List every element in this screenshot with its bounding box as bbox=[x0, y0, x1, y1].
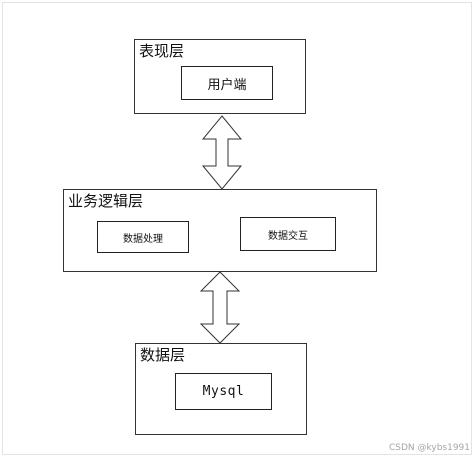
presentation-layer: 表现层 用户端 bbox=[134, 39, 306, 114]
double-arrow-bottom-icon bbox=[199, 271, 241, 344]
presentation-layer-title: 表现层 bbox=[139, 42, 185, 60]
double-arrow-top-icon bbox=[201, 115, 243, 190]
client-box: 用户端 bbox=[181, 66, 273, 100]
business-logic-layer-title: 业务逻辑层 bbox=[68, 192, 144, 210]
business-logic-layer: 业务逻辑层 数据处理 数据交互 bbox=[63, 189, 377, 272]
data-interaction-box: 数据交互 bbox=[240, 217, 336, 251]
mysql-box: Mysql bbox=[175, 373, 272, 410]
data-processing-box: 数据处理 bbox=[97, 221, 189, 253]
diagram-frame bbox=[2, 2, 472, 455]
data-layer-title: 数据层 bbox=[140, 346, 186, 364]
data-layer: 数据层 Mysql bbox=[135, 343, 307, 435]
watermark: CSDN @kybs1991 bbox=[388, 443, 470, 453]
